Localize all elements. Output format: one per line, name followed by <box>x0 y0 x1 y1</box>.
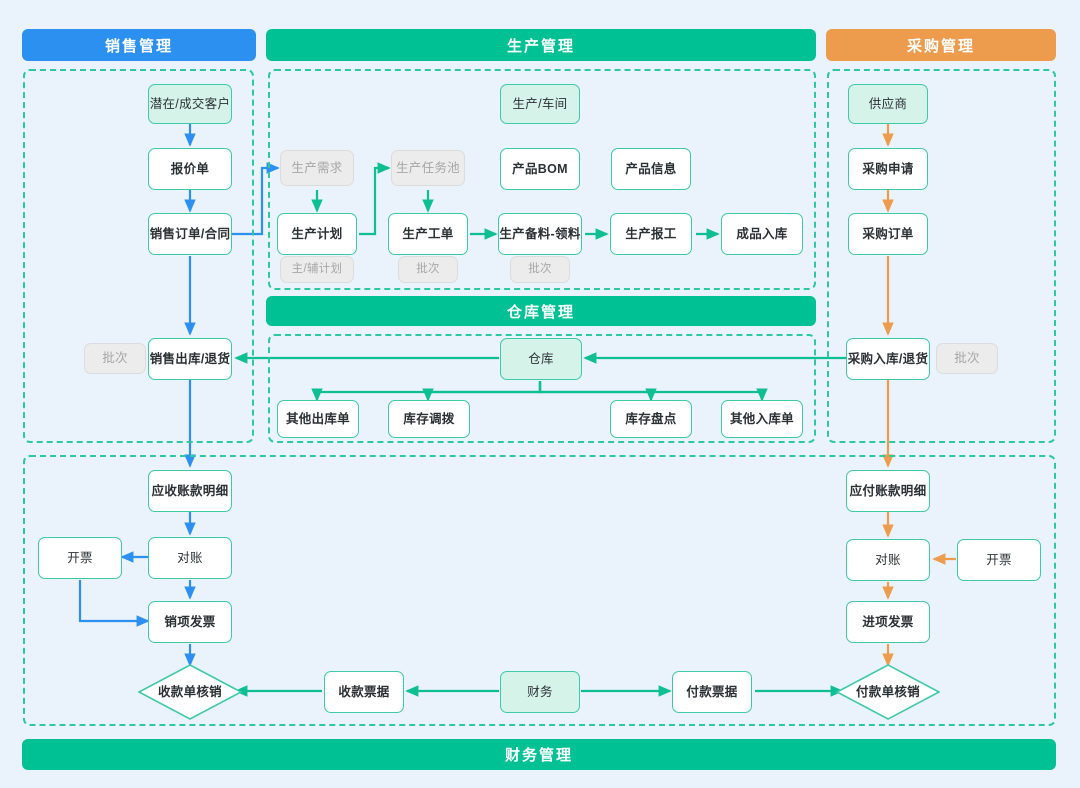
node-receipt-voucher[interactable]: 收款票据 <box>324 671 404 713</box>
node-sales-reconciliation[interactable]: 对账 <box>148 537 232 579</box>
node-output-invoice[interactable]: 销项发票 <box>148 601 232 643</box>
group-purchase <box>827 69 1056 443</box>
lane-header-sales-label: 销售管理 <box>104 37 173 55</box>
node-other-inbound[interactable]: 其他入库单 <box>721 400 803 438</box>
node-label: 开票 <box>67 550 93 565</box>
node-label: 批次 <box>954 351 980 366</box>
node-finance[interactable]: 财务 <box>500 671 580 713</box>
node-label: 销项发票 <box>164 614 216 629</box>
node-label: 产品信息 <box>625 161 677 176</box>
node-quotation[interactable]: 报价单 <box>148 148 232 190</box>
node-label: 对账 <box>177 550 203 565</box>
node-product-bom[interactable]: 产品BOM <box>500 148 580 190</box>
node-sales-order[interactable]: 销售订单/合同 <box>148 213 232 255</box>
node-sales-outbound[interactable]: 销售出库/退货 <box>148 338 232 380</box>
node-sales-outbound-batch[interactable]: 批次 <box>84 343 146 374</box>
node-label: 批次 <box>416 262 440 275</box>
node-work-order[interactable]: 生产工单 <box>388 213 468 255</box>
node-finished-goods-instock[interactable]: 成品入库 <box>721 213 803 255</box>
node-label: 生产备料-领料 <box>499 226 581 241</box>
node-purchase-inbound[interactable]: 采购入库/退货 <box>846 338 930 380</box>
node-ar-detail[interactable]: 应收账款明细 <box>148 470 232 512</box>
group-finance <box>23 455 1056 726</box>
node-label: 仓库 <box>528 351 554 366</box>
node-label: 采购申请 <box>862 161 914 176</box>
node-material-preparation[interactable]: 生产备料-领料 <box>498 213 582 255</box>
lane-header-production: 生产管理 <box>266 29 816 61</box>
node-label: 应收账款明细 <box>151 483 229 498</box>
group-warehouse <box>268 334 816 443</box>
node-purchase-order[interactable]: 采购订单 <box>848 213 928 255</box>
node-label: 采购入库/退货 <box>847 351 929 366</box>
node-label: 生产计划 <box>291 226 343 241</box>
node-label: 其他出库单 <box>285 411 350 426</box>
node-label: 付款票据 <box>686 684 738 699</box>
node-production-plan-sub[interactable]: 主/辅计划 <box>280 256 354 283</box>
node-label: 生产需求 <box>291 160 343 175</box>
node-label: 批次 <box>102 351 128 366</box>
node-label: 产品BOM <box>512 161 568 176</box>
node-label: 报价单 <box>170 161 210 176</box>
lane-header-warehouse-label: 仓库管理 <box>506 303 575 321</box>
group-production <box>268 69 816 290</box>
node-workshop[interactable]: 生产/车间 <box>500 84 580 124</box>
node-task-pool[interactable]: 生产任务池 <box>391 150 465 186</box>
node-production-reporting[interactable]: 生产报工 <box>610 213 692 255</box>
node-label: 收款票据 <box>338 684 390 699</box>
node-label: 生产报工 <box>625 226 677 241</box>
node-label: 收款单核销 <box>157 684 222 699</box>
node-label: 潜在/成交客户 <box>149 96 231 111</box>
node-supplier[interactable]: 供应商 <box>848 84 928 124</box>
lane-header-sales: 销售管理 <box>22 29 256 61</box>
lane-header-purchase: 采购管理 <box>826 29 1056 61</box>
node-label: 销售订单/合同 <box>149 226 231 241</box>
node-sales-invoice-issue[interactable]: 开票 <box>38 537 122 579</box>
node-label: 主/辅计划 <box>291 262 343 275</box>
node-label: 库存盘点 <box>625 411 677 426</box>
node-label: 进项发票 <box>862 614 914 629</box>
node-stock-transfer[interactable]: 库存调拨 <box>388 400 470 438</box>
lane-header-production-label: 生产管理 <box>506 37 575 55</box>
node-input-invoice[interactable]: 进项发票 <box>846 601 930 643</box>
node-label: 付款单核销 <box>855 684 920 699</box>
node-payment-writeoff[interactable]: 付款单核销 <box>836 664 940 720</box>
node-purchase-inbound-batch[interactable]: 批次 <box>936 343 998 374</box>
node-purchase-requisition[interactable]: 采购申请 <box>848 148 928 190</box>
node-label: 供应商 <box>868 96 908 111</box>
diamond-shape <box>138 664 242 720</box>
node-label: 对账 <box>875 552 901 567</box>
node-production-plan[interactable]: 生产计划 <box>277 213 357 255</box>
node-other-outbound[interactable]: 其他出库单 <box>277 400 359 438</box>
node-warehouse[interactable]: 仓库 <box>500 338 582 380</box>
node-product-info[interactable]: 产品信息 <box>611 148 691 190</box>
node-material-preparation-batch[interactable]: 批次 <box>510 256 570 283</box>
lane-header-finance: 财务管理 <box>22 739 1056 770</box>
lane-header-finance-label: 财务管理 <box>504 747 573 764</box>
node-label: 财务 <box>527 684 553 699</box>
lane-header-warehouse: 仓库管理 <box>266 296 816 326</box>
node-label: 成品入库 <box>736 226 788 241</box>
node-receipt-writeoff[interactable]: 收款单核销 <box>138 664 242 720</box>
diamond-shape <box>836 664 940 720</box>
node-payment-voucher[interactable]: 付款票据 <box>672 671 752 713</box>
node-production-demand[interactable]: 生产需求 <box>280 150 354 186</box>
node-label: 库存调拨 <box>403 411 455 426</box>
node-label: 批次 <box>528 262 552 275</box>
lane-header-purchase-label: 采购管理 <box>906 37 975 55</box>
node-stocktake[interactable]: 库存盘点 <box>610 400 692 438</box>
node-potential-customer[interactable]: 潜在/成交客户 <box>148 84 232 124</box>
node-label: 生产任务池 <box>395 160 460 175</box>
node-label: 开票 <box>986 552 1012 567</box>
group-sales <box>23 69 254 443</box>
node-label: 生产/车间 <box>512 96 568 111</box>
node-work-order-batch[interactable]: 批次 <box>398 256 458 283</box>
node-purchase-invoice-issue[interactable]: 开票 <box>957 539 1041 581</box>
node-label: 生产工单 <box>402 226 454 241</box>
node-label: 其他入库单 <box>729 411 794 426</box>
node-ap-detail[interactable]: 应付账款明细 <box>846 470 930 512</box>
node-label: 销售出库/退货 <box>149 351 231 366</box>
node-label: 应付账款明细 <box>849 483 927 498</box>
node-purchase-reconciliation[interactable]: 对账 <box>846 539 930 581</box>
node-label: 采购订单 <box>862 226 914 241</box>
